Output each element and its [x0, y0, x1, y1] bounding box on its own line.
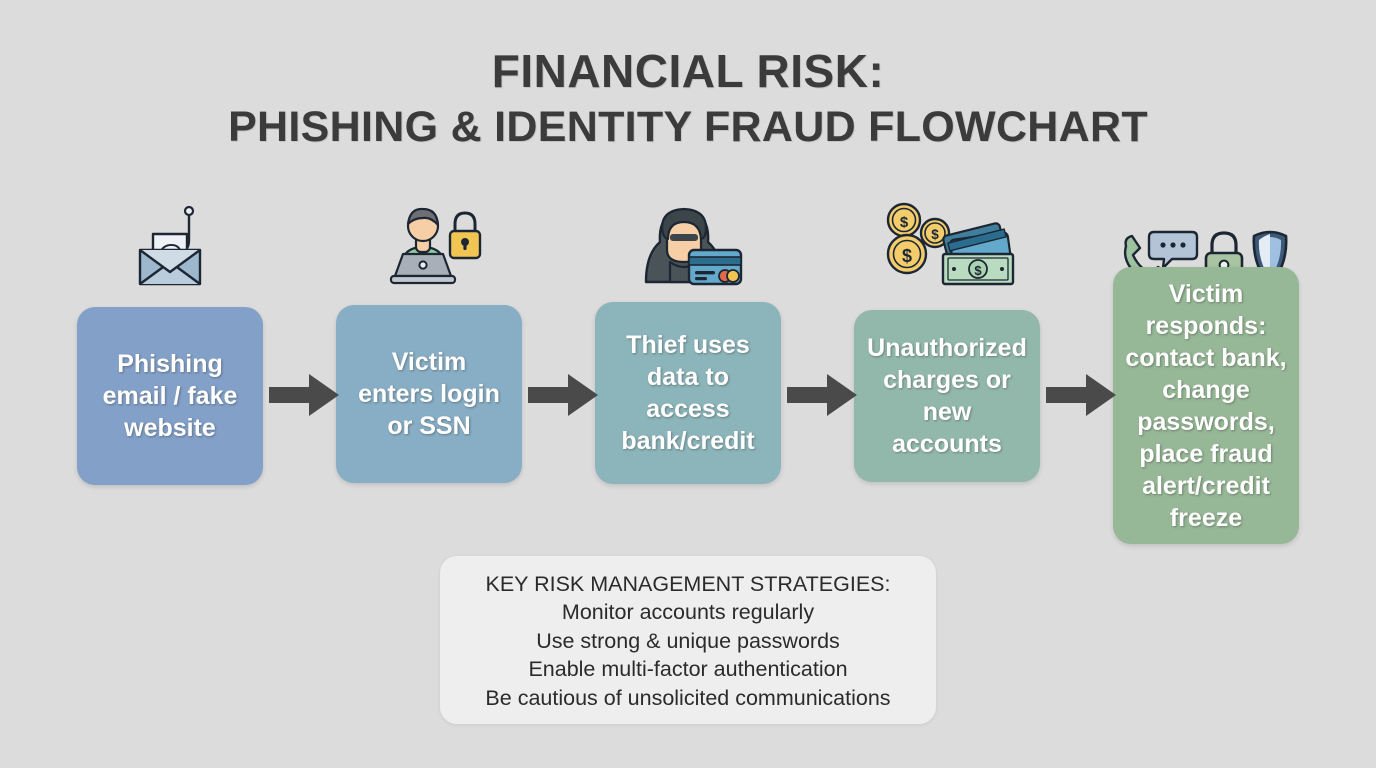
svg-text:$: $ — [974, 263, 982, 278]
title-line-primary: FINANCIAL RISK: — [491, 45, 885, 97]
coins-icon: $ $ $ — [886, 202, 951, 275]
step-2-box[interactable]: Victim enters login or SSN — [336, 305, 522, 483]
step-5-label: Victim responds: contact bank, change pa… — [1125, 279, 1287, 532]
flow-arrow-3 — [787, 372, 859, 418]
person-laptop-icon — [389, 207, 457, 285]
step-3-label: Thief uses data to access bank/credit — [621, 331, 755, 455]
strategy-item-4: Be cautious of unsolicited communication… — [485, 685, 891, 710]
key-strategies-panel: KEY RISK MANAGEMENT STRATEGIES: Monitor … — [440, 556, 936, 724]
svg-text:$: $ — [902, 246, 912, 266]
phishing-email-icon: @ — [131, 205, 209, 288]
step-1-box[interactable]: Phishing email / fake website — [77, 307, 263, 485]
step-4-icon-group: $ $ $ $ — [854, 200, 1040, 286]
padlock-gold-icon — [448, 211, 482, 260]
flow-arrow-4 — [1046, 372, 1118, 418]
credit-card-icon — [687, 248, 743, 286]
step-2-label: Victim enters login or SSN — [358, 348, 500, 440]
step-5-box[interactable]: Victim responds: contact bank, change pa… — [1113, 267, 1299, 544]
step-4-box[interactable]: Unauthorized charges or new accounts — [854, 310, 1040, 482]
flowchart-row: @ Phishing email / fake website — [0, 196, 1376, 556]
strategy-item-2: Use strong & unique passwords — [536, 628, 840, 653]
cash-card-icon: $ — [941, 222, 1015, 286]
title-line-secondary: PHISHING & IDENTITY FRAUD FLOWCHART — [228, 103, 1148, 151]
step-3-icon-group — [595, 200, 781, 286]
strategy-item-1: Monitor accounts regularly — [561, 600, 815, 625]
flow-arrow-2 — [528, 372, 600, 418]
step-3-box[interactable]: Thief uses data to access bank/credit — [595, 302, 781, 484]
flow-arrow-1 — [269, 372, 341, 418]
svg-text:$: $ — [900, 214, 909, 231]
step-1-label: Phishing email / fake website — [102, 350, 238, 442]
strategy-item-3: Enable multi-factor authentication — [528, 657, 848, 682]
step-2-icon-group — [336, 200, 522, 286]
page-title: FINANCIAL RISK: PHISHING & IDENTITY FRAU… — [0, 46, 1376, 153]
step-1-icon-group: @ — [77, 202, 263, 288]
strategies-heading: KEY RISK MANAGEMENT STRATEGIES: — [485, 571, 891, 596]
step-4-label: Unauthorized charges or new accounts — [867, 334, 1027, 458]
svg-text:$: $ — [931, 227, 939, 242]
